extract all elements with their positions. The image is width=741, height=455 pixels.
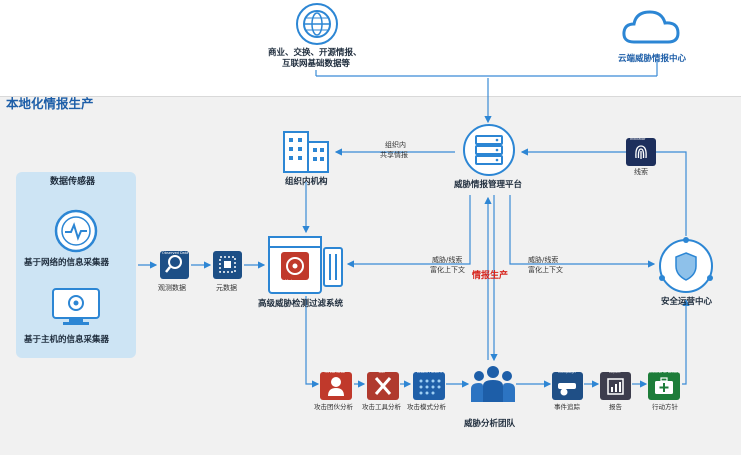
cloud-icon xyxy=(622,10,680,44)
hooded-figure-icon xyxy=(328,377,344,396)
cloud-center-label: 云端威胁情报中心 xyxy=(618,54,687,64)
intel-production-label: 情报生产 xyxy=(472,271,509,281)
globe-icon xyxy=(296,3,338,45)
output-label-campaign: 事件追踪 xyxy=(554,403,580,411)
tool-caption: Tool xyxy=(378,370,385,374)
observed-caption: Observed Data xyxy=(162,251,189,255)
host-computer-icon xyxy=(52,288,100,325)
soc-label: 安全运营中心 xyxy=(661,297,713,307)
malware-caption: Malware xyxy=(285,279,302,284)
first-aid-kit-icon xyxy=(655,377,673,394)
tool-icon xyxy=(367,372,399,400)
clue-label: 线索 xyxy=(634,168,648,176)
enrich-left-line1: 威胁/线索 xyxy=(432,256,463,264)
threat-actor-icon xyxy=(320,372,352,400)
share-intel-line1: 组织内 xyxy=(385,141,406,149)
connector-detection-to-outputs xyxy=(305,296,320,388)
share-intel-line2: 共享情报 xyxy=(380,151,408,159)
wrench-hammer-icon xyxy=(374,377,392,395)
output-label-report: 报告 xyxy=(609,403,622,411)
server-platform-icon xyxy=(463,124,515,176)
team-people-icon xyxy=(471,366,515,402)
sensor-panel-title: 数据传感器 xyxy=(50,177,96,187)
team-label: 威胁分析团队 xyxy=(464,419,516,429)
indicator-caption: Indicator xyxy=(630,137,646,141)
fingerprint-icon xyxy=(635,145,647,159)
course-of-action-caption: Course of Action xyxy=(650,370,679,374)
grid-dots-icon xyxy=(219,256,236,273)
connector-platform-to-detection xyxy=(346,195,471,268)
campaign-icon xyxy=(552,372,583,400)
output-label-threat-actor: 攻击团伙分析 xyxy=(314,403,353,411)
detection-system-label: 高级威胁检测过滤系统 xyxy=(258,299,344,309)
report-caption: Report xyxy=(609,370,621,374)
campaign-caption: Campaign xyxy=(558,370,576,374)
course-of-action-icon xyxy=(648,372,680,400)
metadata-label: 元数据 xyxy=(216,284,237,292)
cannon-icon xyxy=(558,383,576,396)
output-label-tool: 攻击工具分析 xyxy=(362,403,401,411)
connector-platform-to-soc xyxy=(509,195,656,268)
host-sensor-label: 基于主机的信息采集器 xyxy=(24,335,110,345)
connector-soc-up xyxy=(520,148,687,236)
network-monitor-icon xyxy=(54,209,98,253)
indicator-icon xyxy=(626,138,656,166)
building-icon xyxy=(283,131,329,173)
threat-actor-caption: Threat Actor xyxy=(324,370,346,374)
metadata-icon xyxy=(213,251,242,279)
enrich-right-line2: 富化上下文 xyxy=(528,266,563,274)
output-label-attack-pattern: 攻击模式分析 xyxy=(407,403,446,411)
network-sensor-label: 基于网络的信息采集器 xyxy=(24,258,110,268)
soc-shield-icon xyxy=(659,237,713,293)
document-chart-icon xyxy=(607,378,624,395)
detection-system-icon xyxy=(268,236,343,294)
org-internal-label: 组织内机构 xyxy=(285,177,328,187)
attack-pattern-icon xyxy=(413,372,445,400)
pattern-dots-icon xyxy=(419,379,441,395)
top-source-line1: 商业、交换、开源情报、 xyxy=(268,48,362,58)
magnifier-icon xyxy=(165,255,182,273)
sensor-panel xyxy=(16,172,136,358)
enrich-left-line2: 富化上下文 xyxy=(430,266,465,274)
local-section-title: 本地化情报生产 xyxy=(6,96,94,111)
platform-label: 威胁情报管理平台 xyxy=(454,180,523,190)
attack-pattern-caption: Attack Pattern xyxy=(417,370,442,374)
report-icon xyxy=(600,372,631,400)
connector-out6-soc xyxy=(682,298,690,385)
observed-data-label: 观测数据 xyxy=(158,284,186,292)
observed-data-icon xyxy=(160,251,189,279)
enrich-right-line1: 威胁/线索 xyxy=(528,256,559,264)
top-source-line2: 互联网基础数据等 xyxy=(282,59,351,69)
output-label-course-of-action: 行动方针 xyxy=(652,403,678,411)
